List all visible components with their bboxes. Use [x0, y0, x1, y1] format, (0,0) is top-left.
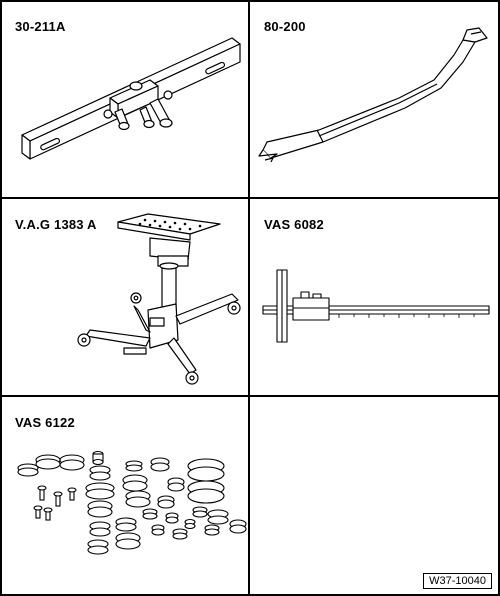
tool-label: VAS 6122	[15, 415, 75, 430]
tool-label: 80-200	[264, 19, 306, 34]
tool-cell-30-211a: 30-211A	[0, 0, 249, 198]
tool-cell-vas-6082: VAS 6082	[249, 198, 500, 396]
tool-label: V.A.G 1383 A	[15, 217, 97, 232]
tool-cell-80-200: 80-200	[249, 0, 500, 198]
tool-cell-vag-1383a: V.A.G 1383 A	[0, 198, 249, 396]
depth-gauge-icon	[262, 269, 490, 343]
tool-cell-vas-6122: VAS 6122	[0, 396, 249, 596]
transmission-jack-icon	[77, 213, 241, 385]
pry-lever-icon	[258, 27, 488, 163]
figure-code: W37-10040	[423, 573, 492, 589]
seal-installer-set-icon	[17, 450, 247, 555]
adapter-bar-icon	[21, 37, 241, 160]
tool-cell-empty	[249, 396, 500, 596]
tool-label: 30-211A	[15, 19, 66, 34]
tool-label: VAS 6082	[264, 217, 324, 232]
